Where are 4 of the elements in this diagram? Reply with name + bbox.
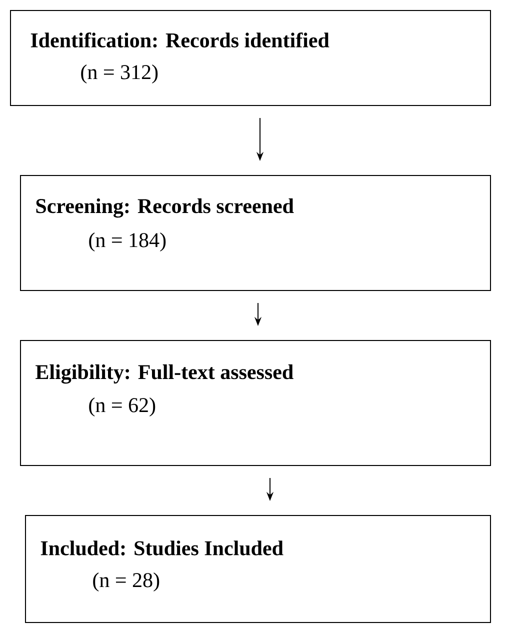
process-box: Identification: Records identified (n = 312) [10, 10, 491, 106]
process-box: Eligibility: Full-text assessed (n = 62) [20, 340, 491, 466]
process-box: Screening: Records screened (n = 184) [20, 175, 491, 291]
process-box: Included: Studies Included (n = 28) [25, 515, 491, 623]
